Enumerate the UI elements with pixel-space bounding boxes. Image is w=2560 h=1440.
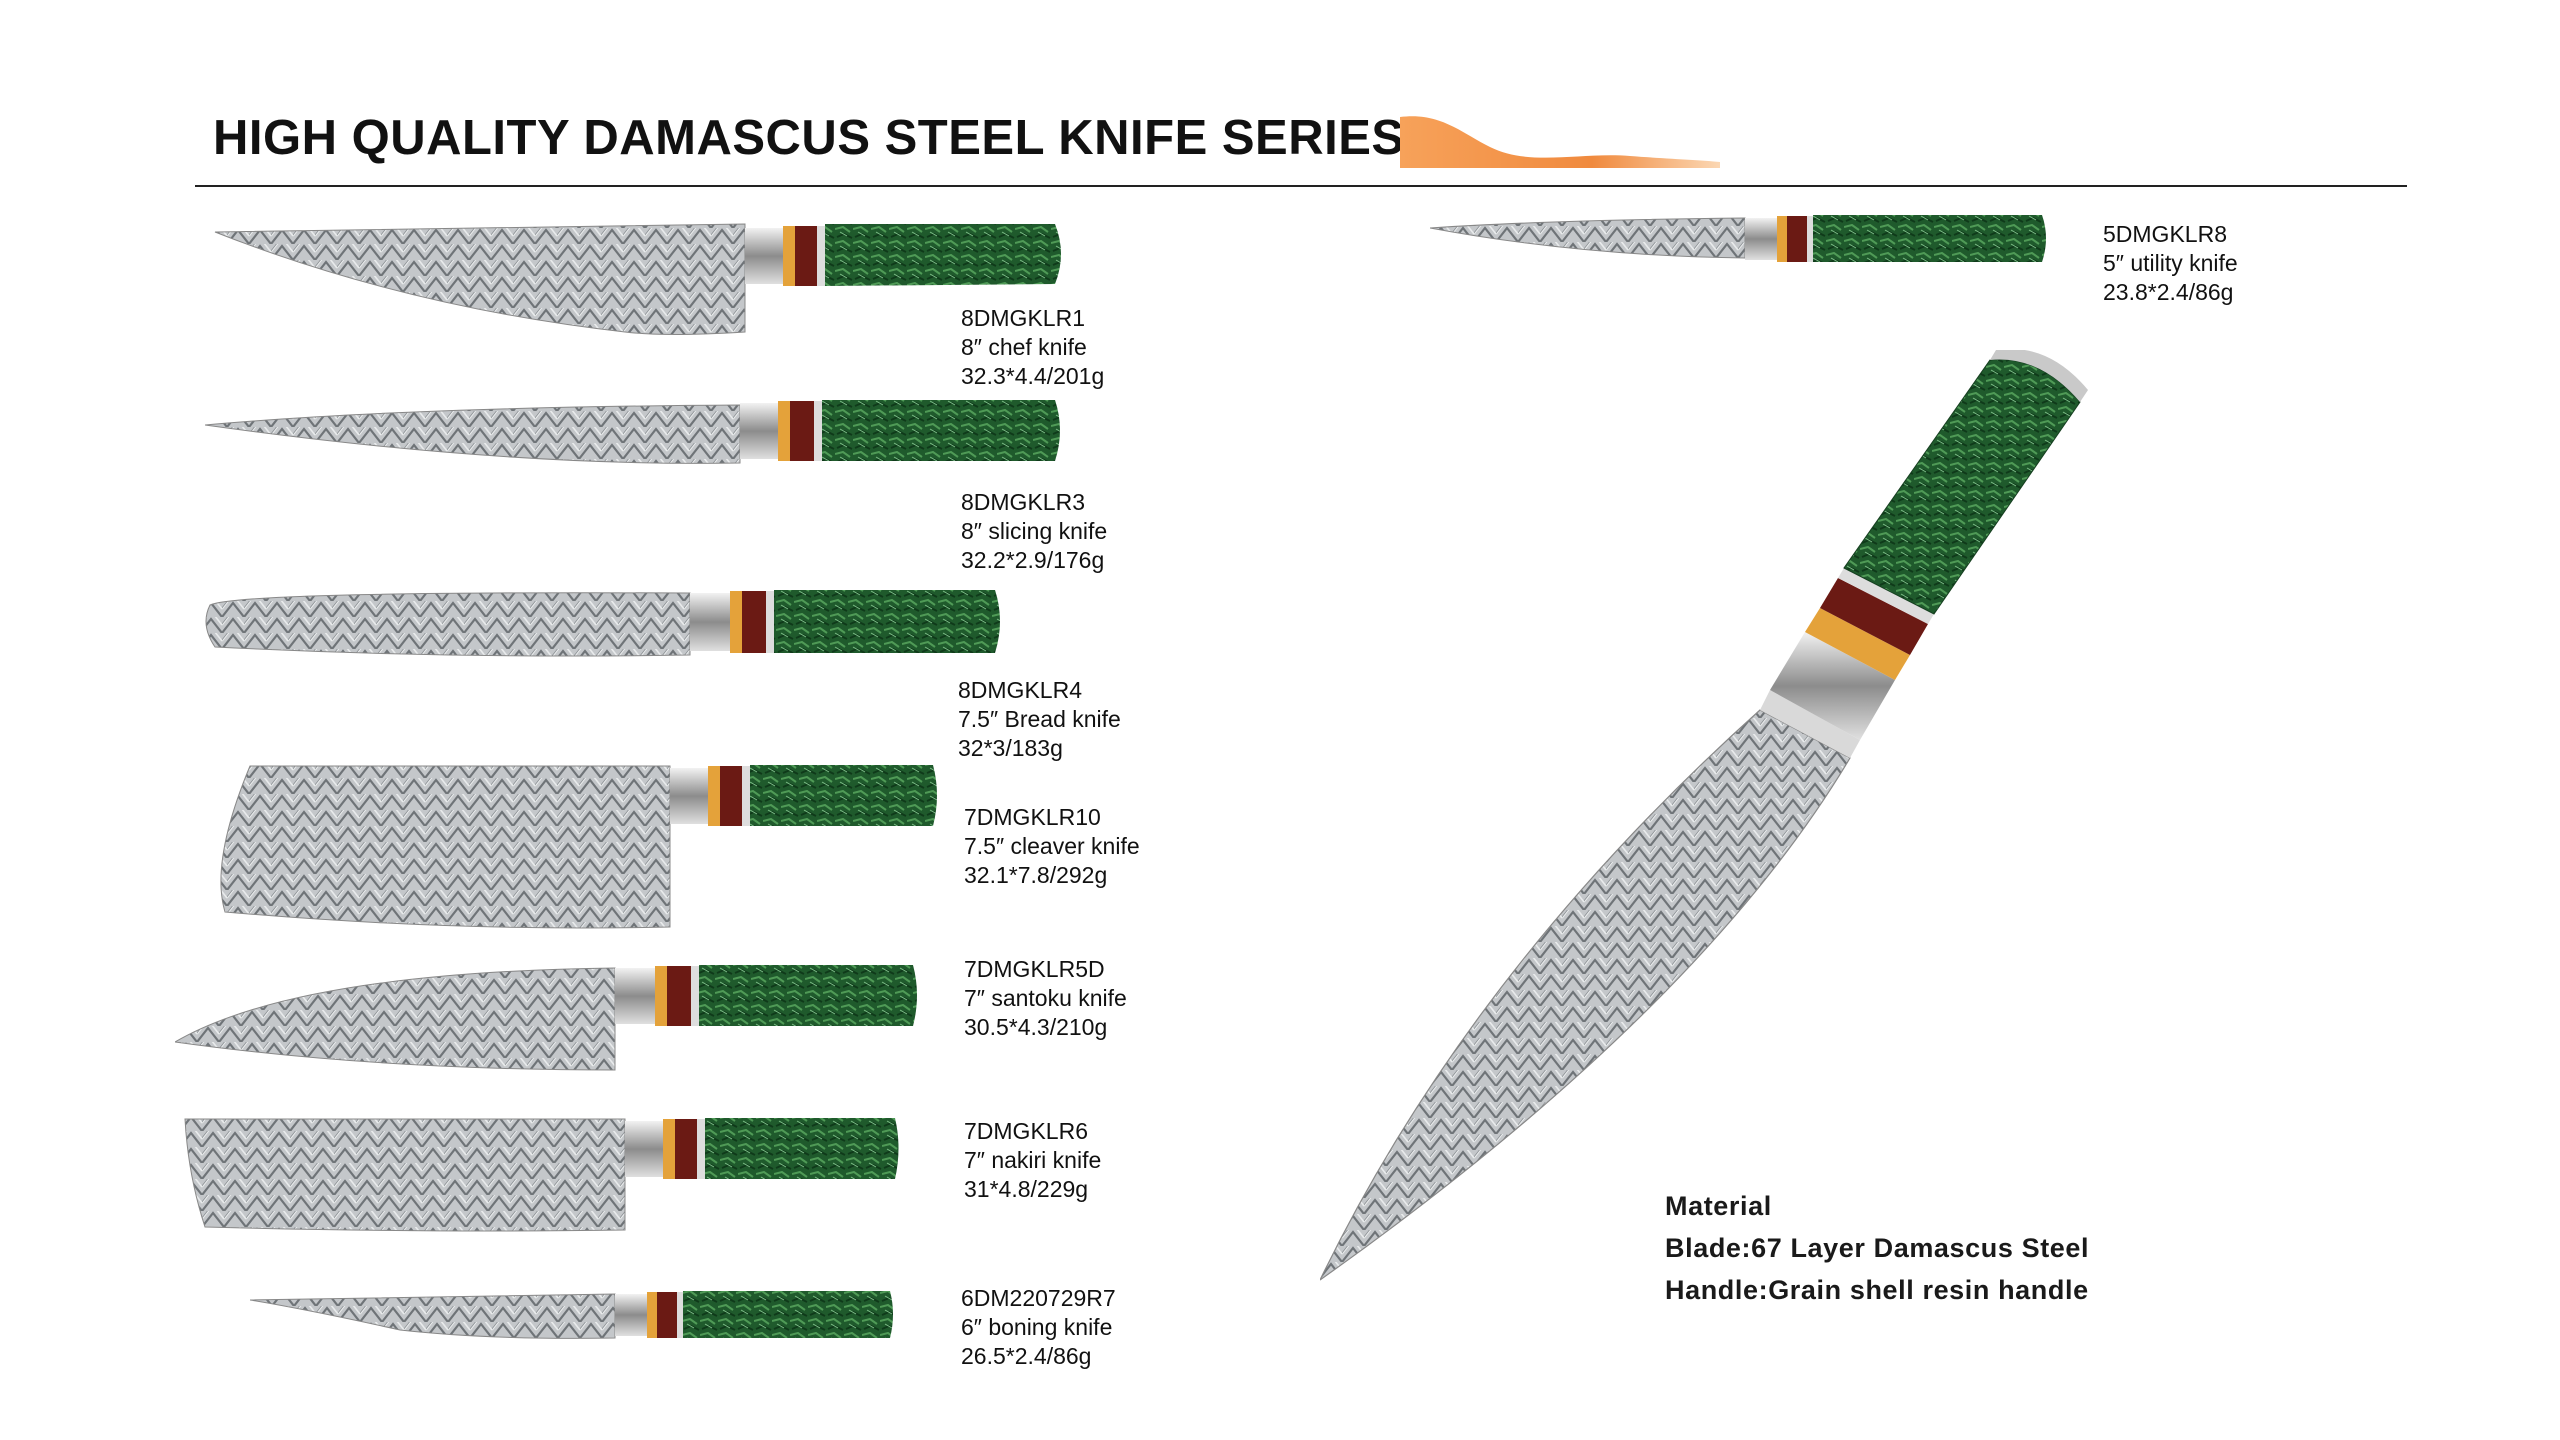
knife-spec-bread: 8DMGKLR4 7.5″ Bread knife 32*3/183g: [958, 676, 1121, 763]
product-name: 7″ santoku knife: [964, 985, 1127, 1011]
product-dimensions: 32.3*4.4/201g: [961, 363, 1105, 389]
header-divider: [195, 185, 2407, 187]
product-dimensions: 30.5*4.3/210g: [964, 1014, 1108, 1040]
knife-spec-nakiri: 7DMGKLR6 7″ nakiri knife 31*4.8/229g: [964, 1117, 1101, 1204]
knife-spec-cleaver: 7DMGKLR10 7.5″ cleaver knife 32.1*7.8/29…: [964, 803, 1140, 890]
material-info: Material Blade:67 Layer Damascus Steel H…: [1665, 1185, 2089, 1311]
product-dimensions: 23.8*2.4/86g: [2103, 279, 2234, 305]
product-code: 8DMGKLR1: [961, 305, 1085, 331]
product-dimensions: 31*4.8/229g: [964, 1176, 1089, 1202]
product-dimensions: 32*3/183g: [958, 735, 1063, 761]
santoku-knife-image: [175, 965, 917, 1071]
featured-chef-knife-image: [1320, 350, 2088, 1281]
knife-spec-chef: 8DMGKLR1 8″ chef knife 32.3*4.4/201g: [961, 304, 1104, 391]
bread-knife-image: [205, 590, 1000, 657]
material-blade: Blade:67 Layer Damascus Steel: [1665, 1233, 2090, 1263]
product-dimensions: 26.5*2.4/86g: [961, 1343, 1092, 1369]
chef-knife-image: [214, 223, 1061, 335]
decorative-wave: [1400, 116, 1720, 168]
product-name: 8″ slicing knife: [961, 518, 1108, 544]
product-code: 7DMGKLR6: [964, 1118, 1088, 1144]
nakiri-knife-image: [184, 1118, 899, 1232]
page-title: HIGH QUALITY DAMASCUS STEEL KNIFE SERIES: [213, 111, 1405, 165]
knife-spec-utility: 5DMGKLR8 5″ utility knife 23.8*2.4/86g: [2103, 220, 2238, 307]
product-code: 7DMGKLR5D: [964, 956, 1105, 982]
product-name: 8″ chef knife: [961, 334, 1087, 360]
slicing-knife-image: [205, 400, 1060, 464]
product-code: 8DMGKLR3: [961, 489, 1085, 515]
boning-knife-image: [250, 1291, 893, 1339]
utility-knife-image: [1430, 215, 2046, 262]
product-dimensions: 32.1*7.8/292g: [964, 862, 1108, 888]
product-name: 5″ utility knife: [2103, 250, 2238, 276]
product-name: 7.5″ cleaver knife: [964, 833, 1140, 859]
product-name: 6″ boning knife: [961, 1314, 1113, 1340]
knife-spec-santoku: 7DMGKLR5D 7″ santoku knife 30.5*4.3/210g: [964, 955, 1127, 1042]
knife-spec-boning: 6DM220729R7 6″ boning knife 26.5*2.4/86g: [961, 1284, 1116, 1371]
product-code: 8DMGKLR4: [958, 677, 1082, 703]
product-code: 6DM220729R7: [961, 1285, 1116, 1311]
material-heading: Material: [1665, 1191, 1772, 1221]
material-handle: Handle:Grain shell resin handle: [1665, 1275, 2089, 1305]
knife-spec-slicing: 8DMGKLR3 8″ slicing knife 32.2*2.9/176g: [961, 488, 1107, 575]
product-name: 7.5″ Bread knife: [958, 706, 1121, 732]
product-dimensions: 32.2*2.9/176g: [961, 547, 1105, 573]
product-code: 7DMGKLR10: [964, 804, 1101, 830]
cleaver-knife-image: [220, 765, 937, 929]
product-name: 7″ nakiri knife: [964, 1147, 1102, 1173]
product-code: 5DMGKLR8: [2103, 221, 2227, 247]
